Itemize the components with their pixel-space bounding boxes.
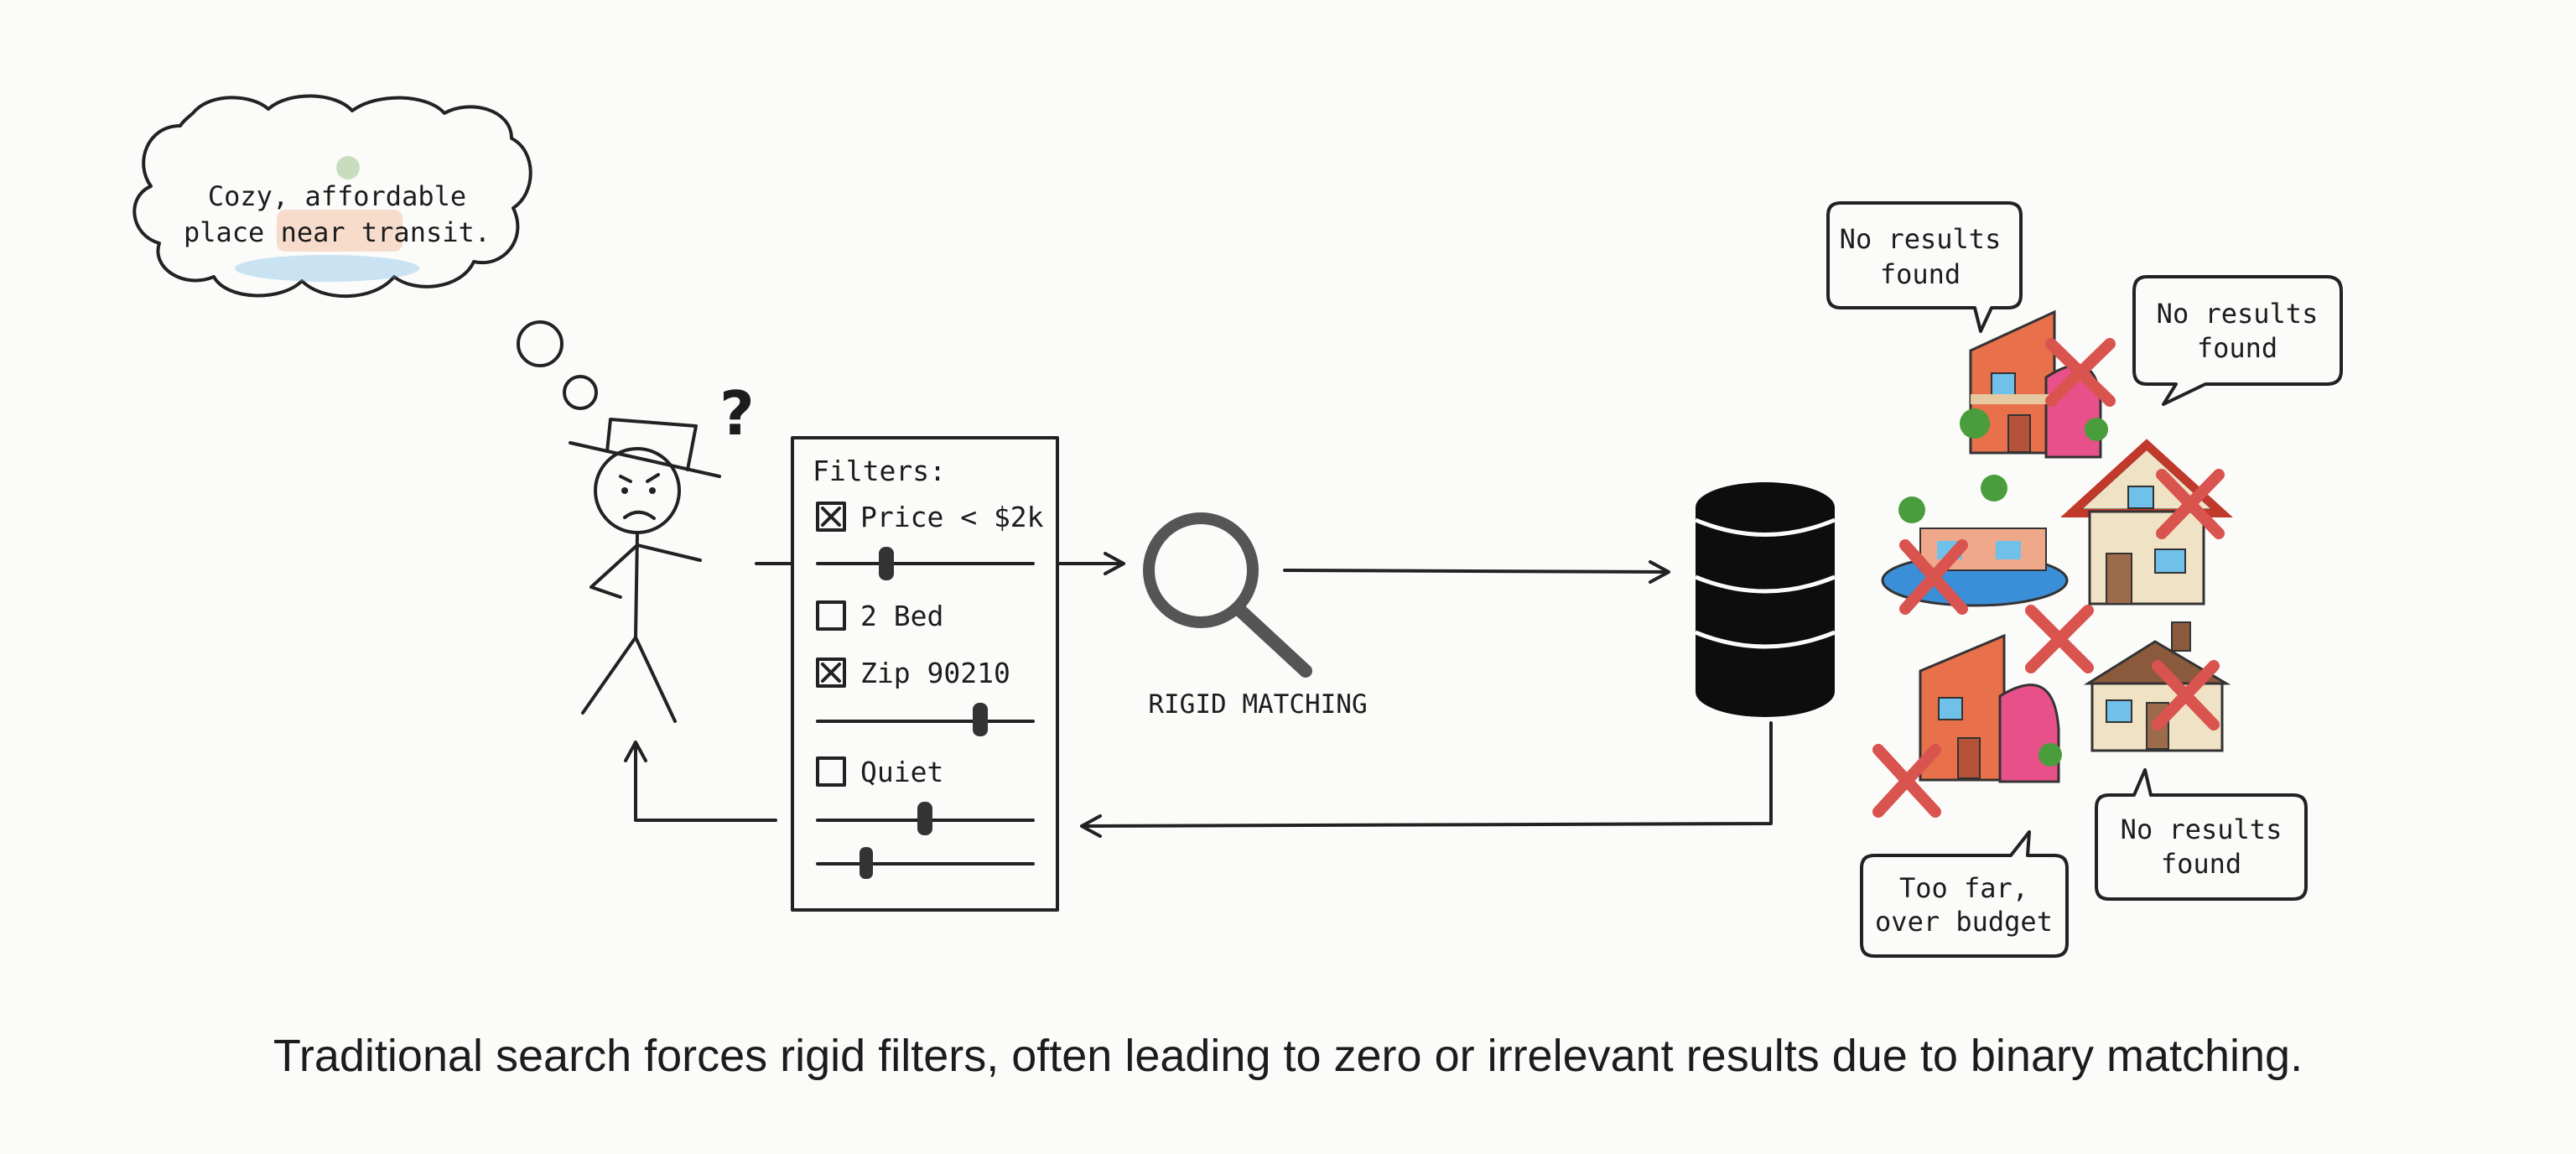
caption: Traditional search forces rigid filters,…	[273, 1031, 2303, 1081]
bubble-2-line-1: No results	[2157, 298, 2319, 330]
bubble-3-line-2: found	[2161, 848, 2241, 880]
rigid-matching-label: RIGID MATCHING	[1148, 689, 1367, 720]
bubble-2-line-2: found	[2197, 332, 2277, 364]
house-brown-roof	[2083, 621, 2231, 752]
speech-bubble-1: No results found	[1826, 201, 2023, 333]
slider-extra-thumb[interactable]	[860, 847, 873, 879]
slider-quiet[interactable]	[816, 802, 1035, 835]
thought-dot-small	[563, 375, 598, 410]
reject-x-icon	[1899, 539, 1968, 615]
thought-bubble: Cozy, affordable place near transit.	[132, 94, 598, 410]
checkbox-quiet[interactable]	[816, 756, 846, 787]
filters-to-search-arrow	[1057, 552, 1125, 575]
reject-x-icon	[2156, 469, 2225, 539]
flow-arrows	[624, 552, 1773, 838]
filter-label-zip: Zip 90210	[860, 657, 1010, 689]
stick-figure: ?	[569, 378, 755, 723]
filter-title: Filters:	[813, 455, 946, 487]
slider-price[interactable]	[816, 547, 1035, 580]
bubble-1-line-1: No results	[1840, 223, 2002, 255]
check-mark-price	[821, 507, 841, 527]
database-icon	[1695, 482, 1836, 717]
bubble-4-line-1: Too far,	[1899, 872, 2028, 904]
house-top	[1960, 309, 2108, 459]
slider-extra[interactable]	[816, 847, 1035, 879]
slider-quiet-thumb[interactable]	[917, 802, 932, 835]
magnifier-icon	[1143, 512, 1312, 678]
check-mark-zip	[821, 663, 841, 683]
house-pool	[1881, 475, 2069, 607]
dream-house-image	[235, 156, 419, 282]
filter-label-bed: 2 Bed	[860, 600, 943, 632]
speech-bubble-4: Too far, over budget	[1860, 830, 2069, 958]
bubble-3-line-1: No results	[2121, 814, 2283, 845]
filter-zip[interactable]: Zip 90210	[816, 657, 1010, 689]
reject-marks	[1872, 338, 2225, 818]
reject-x-icon	[2025, 605, 2094, 673]
speech-bubble-3: No results found	[2095, 768, 2308, 901]
thought-line-2: place near transit.	[184, 216, 491, 248]
checkbox-zip[interactable]	[816, 658, 846, 688]
slider-zip[interactable]	[816, 703, 1035, 736]
bubble-1-line-2: found	[1880, 258, 1961, 290]
bubble-4-line-2: over budget	[1875, 906, 2053, 938]
search-to-database-arrow	[1283, 560, 1670, 584]
reject-x-icon	[1872, 744, 1941, 818]
house-beige-right	[2060, 439, 2233, 606]
figure-head	[594, 447, 681, 534]
house-bottom-left	[1919, 633, 2062, 783]
reject-x-icon	[2152, 660, 2220, 730]
filters-to-figure-arrow	[624, 741, 777, 822]
speech-bubble-2: No results found	[2132, 275, 2343, 406]
reject-x-icon	[2045, 338, 2116, 407]
slider-zip-thumb[interactable]	[973, 703, 988, 736]
hat-brim	[569, 441, 721, 478]
filter-price[interactable]: Price < $2k	[816, 501, 1044, 533]
question-mark: ?	[719, 378, 755, 449]
checkbox-bed[interactable]	[816, 600, 846, 631]
database-return-arrow	[1080, 721, 1773, 838]
filter-label-quiet: Quiet	[860, 756, 943, 788]
filter-label-price: Price < $2k	[860, 501, 1044, 533]
thought-line-1: Cozy, affordable	[208, 180, 466, 212]
thought-dot-large	[517, 320, 564, 367]
filter-quiet[interactable]: Quiet	[816, 756, 943, 788]
hat-crown	[605, 418, 698, 471]
filter-panel-frame	[791, 436, 1059, 912]
slider-price-thumb[interactable]	[879, 547, 894, 580]
filter-panel: Filters: Price < $2k 2 Bed Zip 90210	[791, 436, 1059, 912]
checkbox-price[interactable]	[816, 502, 846, 532]
filter-bed[interactable]: 2 Bed	[816, 600, 943, 632]
